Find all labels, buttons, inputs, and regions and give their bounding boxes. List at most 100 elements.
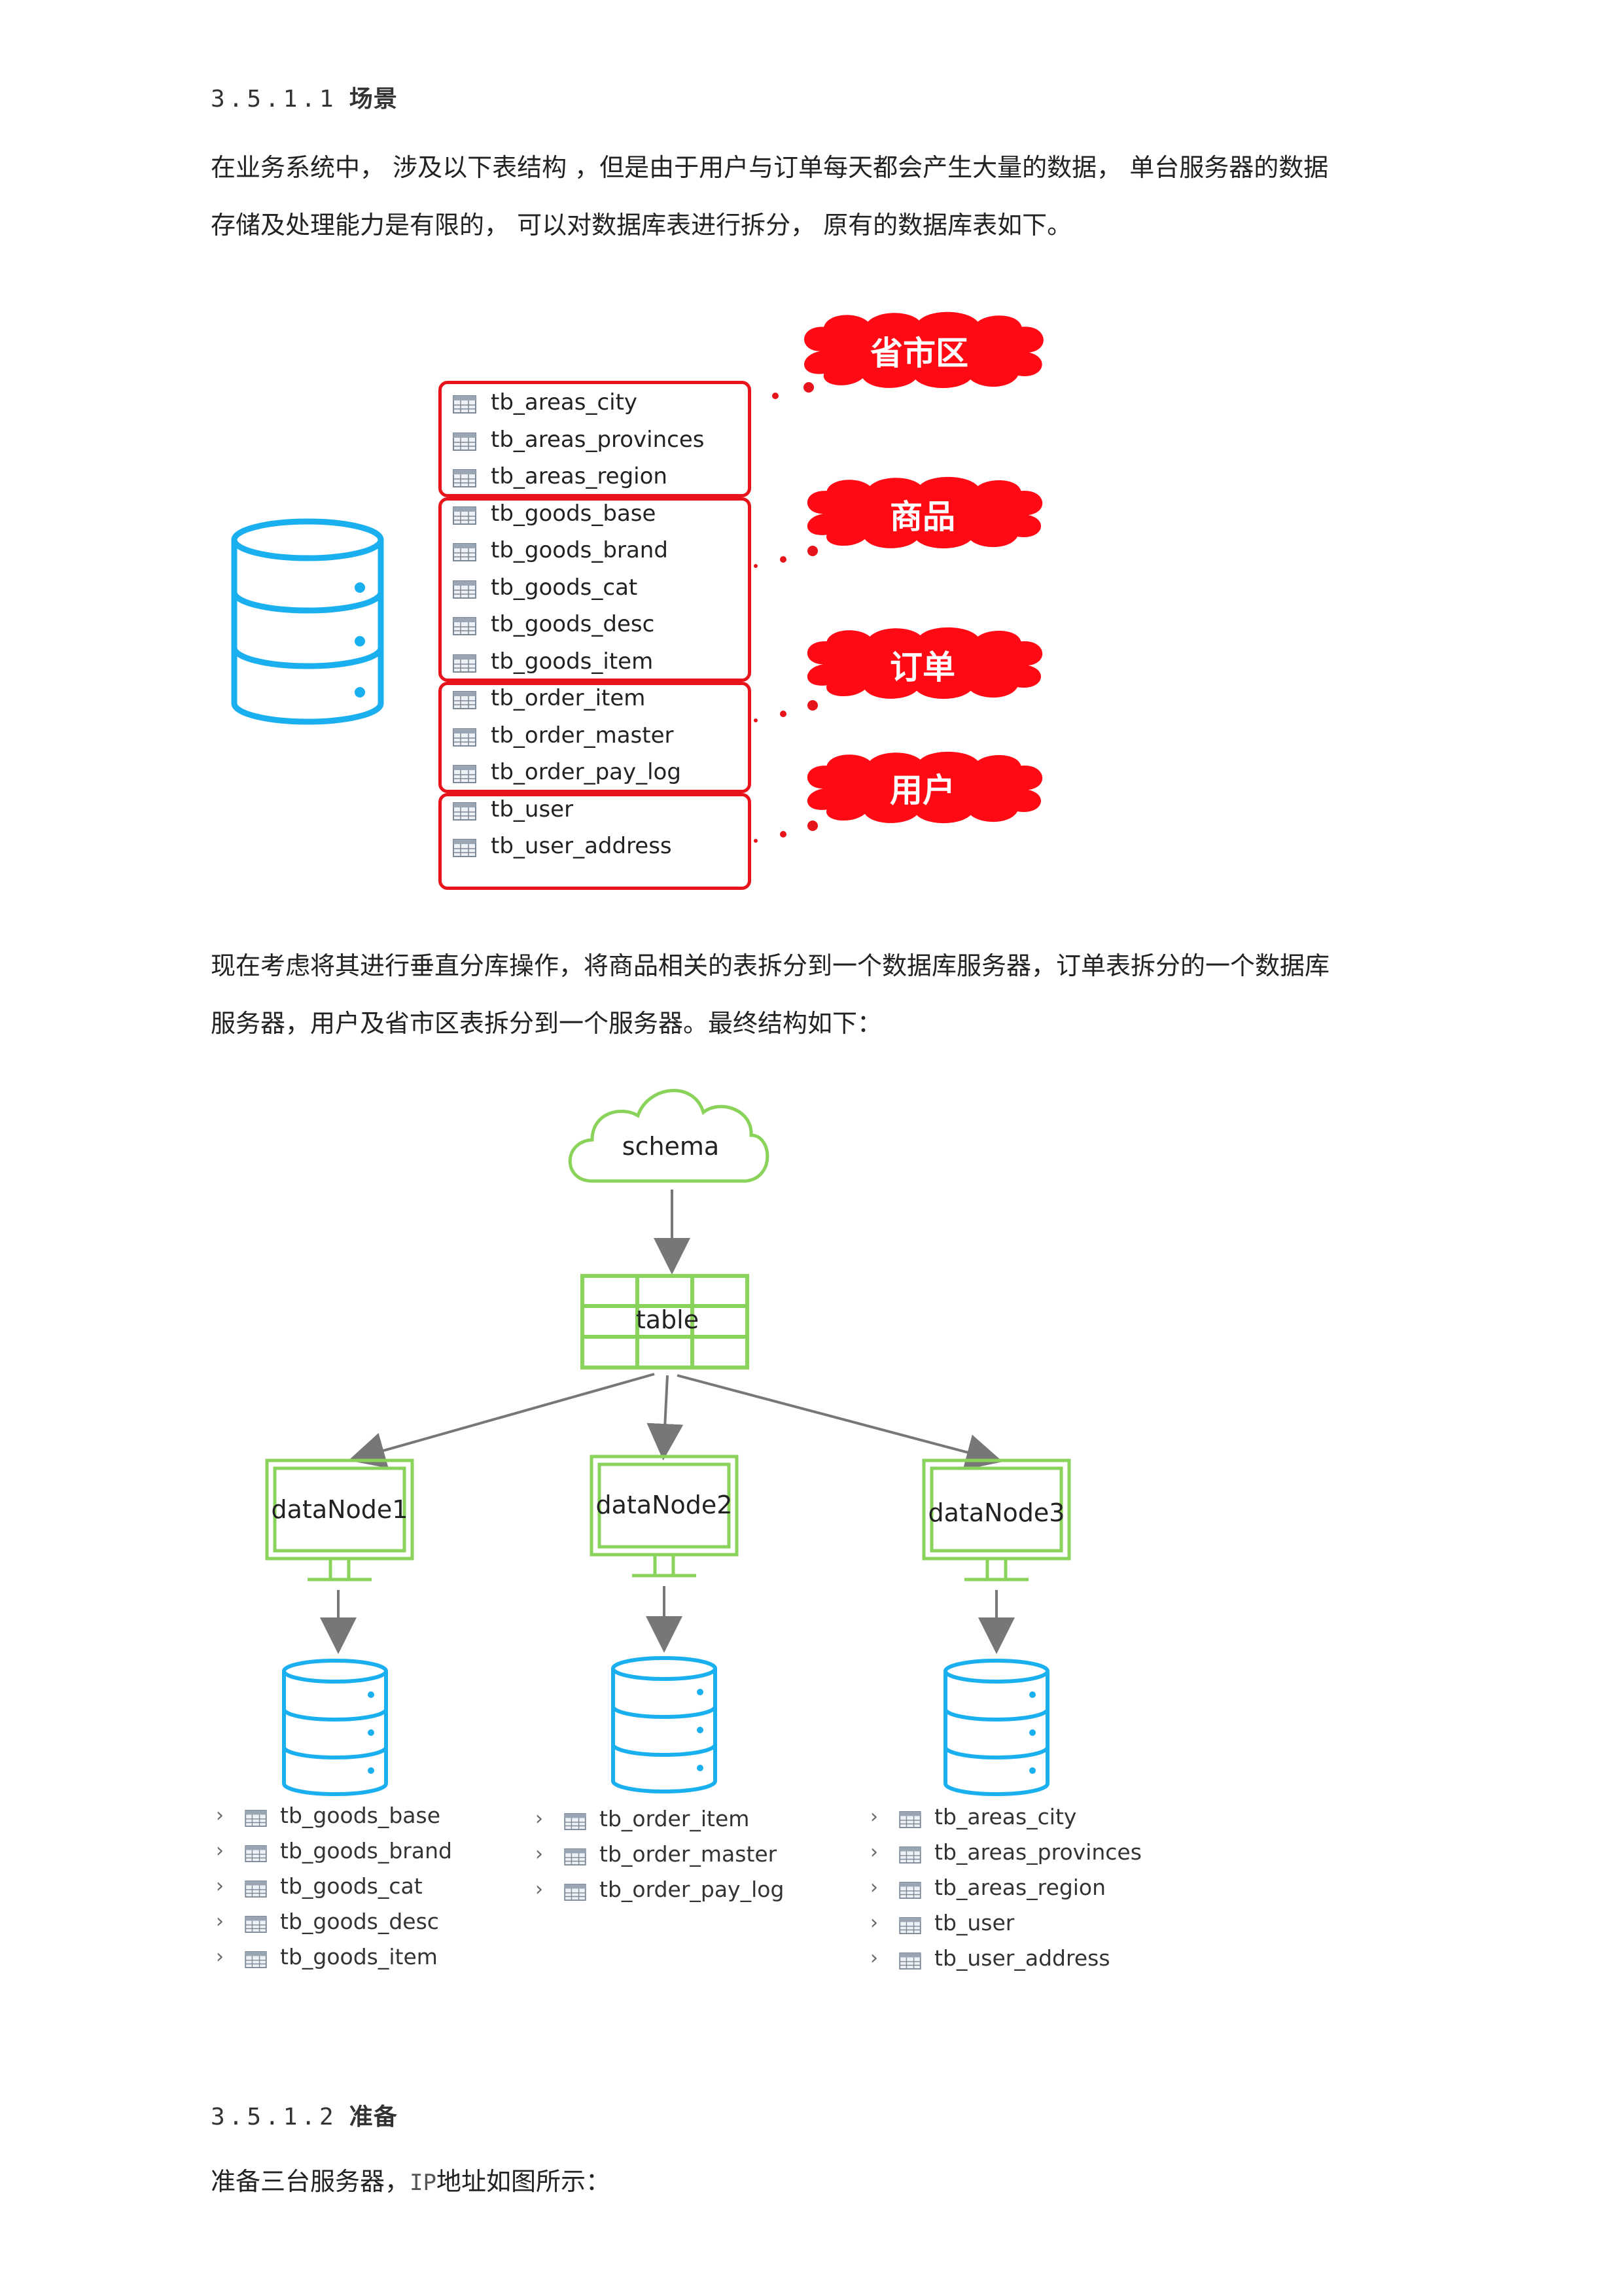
table-entry: tb_areas_provinces [453,423,705,456]
intro-paragraph: 在业务系统中， 涉及以下表结构 ，但是由于用户与订单每天都会产生大量的数据， 单… [211,139,1441,254]
group-box-user [438,793,751,890]
tree-table-item[interactable]: › tb_user_address [870,1942,1110,1973]
cloud-label-goods: 商品 [890,498,955,536]
table-entry: tb_goods_item [453,645,653,678]
section-number: 3.5.1.2 [211,2104,338,2130]
table-name: tb_user [934,1909,1015,1935]
table-icon [245,1842,267,1862]
chevron-right-icon[interactable]: › [870,1911,878,1934]
table-icon [899,1808,921,1828]
tree-table-item[interactable]: › tb_areas_region [870,1871,1106,1903]
table-entry: tb_goods_cat [453,571,637,604]
connector-dot [754,718,758,722]
chevron-right-icon[interactable]: › [216,1803,224,1827]
paragraph-text: 地址如图所示： [436,2167,610,2196]
table-icon [453,504,476,525]
datanode1-label: dataNode1 [271,1495,408,1524]
chevron-right-icon[interactable]: › [870,1840,878,1863]
table-entry: tb_order_pay_log [453,756,681,788]
table-icon [899,1843,921,1863]
table-entry: tb_order_master [453,719,673,752]
prepare-paragraph: 准备三台服务器，IP地址如图所示： [211,2153,1441,2212]
connector-dot [754,564,758,568]
table-icon [564,1845,586,1865]
connector-dot [772,393,779,399]
table-name: tb_areas_provinces [934,1839,1142,1865]
connector-dot [807,546,818,556]
table-name: tb_goods_desc [491,611,655,637]
paragraph-text: 准备三台服务器， [211,2167,410,2196]
split-paragraph: 现在考虑将其进行垂直分库操作，将商品相关的表拆分到一个数据库服务器，订单表拆分的… [211,937,1441,1052]
chevron-right-icon[interactable]: › [535,1842,543,1865]
datanode3-label: dataNode3 [928,1498,1065,1527]
tree-table-item[interactable]: › tb_order_pay_log [535,1873,784,1905]
database-icons [282,1656,1049,1796]
table-icon [453,652,476,673]
tree-table-item[interactable]: › tb_user [870,1907,1014,1938]
chevron-right-icon[interactable]: › [870,1875,878,1899]
tree-table-item[interactable]: ›tb_order_item [535,1803,749,1834]
table-name: tb_areas_city [934,1803,1077,1829]
table-name: tb_order_pay_log [599,1876,785,1902]
topology-diagram [265,1089,1071,1796]
chevron-right-icon[interactable]: › [870,1805,878,1828]
chevron-right-icon[interactable]: › [216,1909,224,1933]
table-icon [453,689,476,709]
table-name: tb_user_address [491,833,672,859]
tree-table-item[interactable]: › tb_areas_city [870,1801,1076,1832]
tree-table-item[interactable]: ›tb_goods_item [216,1941,438,1972]
paragraph-line: 服务器，用户及省市区表拆分到一个服务器。最终结构如下： [211,1009,883,1038]
tree-table-item[interactable]: › tb_goods_cat [216,1870,423,1901]
table-icon [899,1949,921,1969]
table-entry: tb_areas_region [453,460,667,493]
table-name: tb_user [491,796,574,822]
connector-dot [780,831,786,838]
table-name: tb_goods_cat [280,1873,423,1899]
paragraph-line: 存储及处理能力是有限的， 可以对数据库表进行拆分， 原有的数据库表如下。 [211,211,1072,239]
table-entry: tb_areas_city [453,386,637,419]
table-icon [245,1807,267,1827]
group-box-areas [438,381,751,497]
schema-label: schema [622,1132,720,1161]
tree-table-item[interactable]: › tb_goods_brand [216,1835,452,1866]
chevron-right-icon[interactable]: › [535,1807,543,1830]
table-icon [899,1879,921,1899]
connector-dot [807,821,818,831]
table-name: tb_goods_brand [280,1837,452,1863]
table-icon [453,393,476,414]
tree-table-item[interactable]: ›tb_goods_desc [216,1905,439,1937]
chevron-right-icon[interactable]: › [216,1874,224,1898]
table-name: tb_areas_region [934,1874,1106,1900]
chevron-right-icon[interactable]: › [216,1839,224,1862]
monitor-icons [265,1455,1071,1581]
connector-dot [803,382,814,393]
table-name: tb_order_item [491,685,646,711]
tree-table-item[interactable]: ›tb_order_master [535,1838,777,1869]
schema-cloud-icon [568,1089,769,1183]
table-icon [564,1881,586,1901]
table-entry: tb_goods_brand [453,534,668,567]
section-title: 场景 [349,86,398,113]
table-name: tb_order_pay_log [491,759,681,785]
table-icon [453,763,476,783]
table-name: tb_goods_base [280,1802,441,1828]
connector-dot [780,556,786,563]
table-label: table [635,1305,699,1334]
table-icon [453,837,476,857]
paragraph-line: 现在考虑将其进行垂直分库操作，将商品相关的表拆分到一个数据库服务器，订单表拆分的… [211,951,1330,980]
chevron-right-icon[interactable]: › [535,1877,543,1901]
section-title: 准备 [349,2104,398,2130]
paragraph-line: 在业务系统中， 涉及以下表结构 ，但是由于用户与订单每天都会产生大量的数据， 单… [211,153,1329,182]
table-name: tb_user_address [934,1945,1110,1971]
table-entry: tb_goods_desc [453,608,654,641]
table-entry: tb_user_address [453,830,672,862]
connector-dot [807,700,818,711]
table-entry: tb_goods_base [453,497,656,530]
tree-table-item[interactable]: › tb_goods_base [216,1799,440,1831]
table-name: tb_goods_item [491,648,654,675]
chevron-right-icon[interactable]: › [870,1946,878,1969]
section-number: 3.5.1.1 [211,86,338,113]
table-icon [245,1877,267,1898]
chevron-right-icon[interactable]: › [216,1945,224,1968]
tree-table-item[interactable]: › tb_areas_provinces [870,1836,1142,1867]
